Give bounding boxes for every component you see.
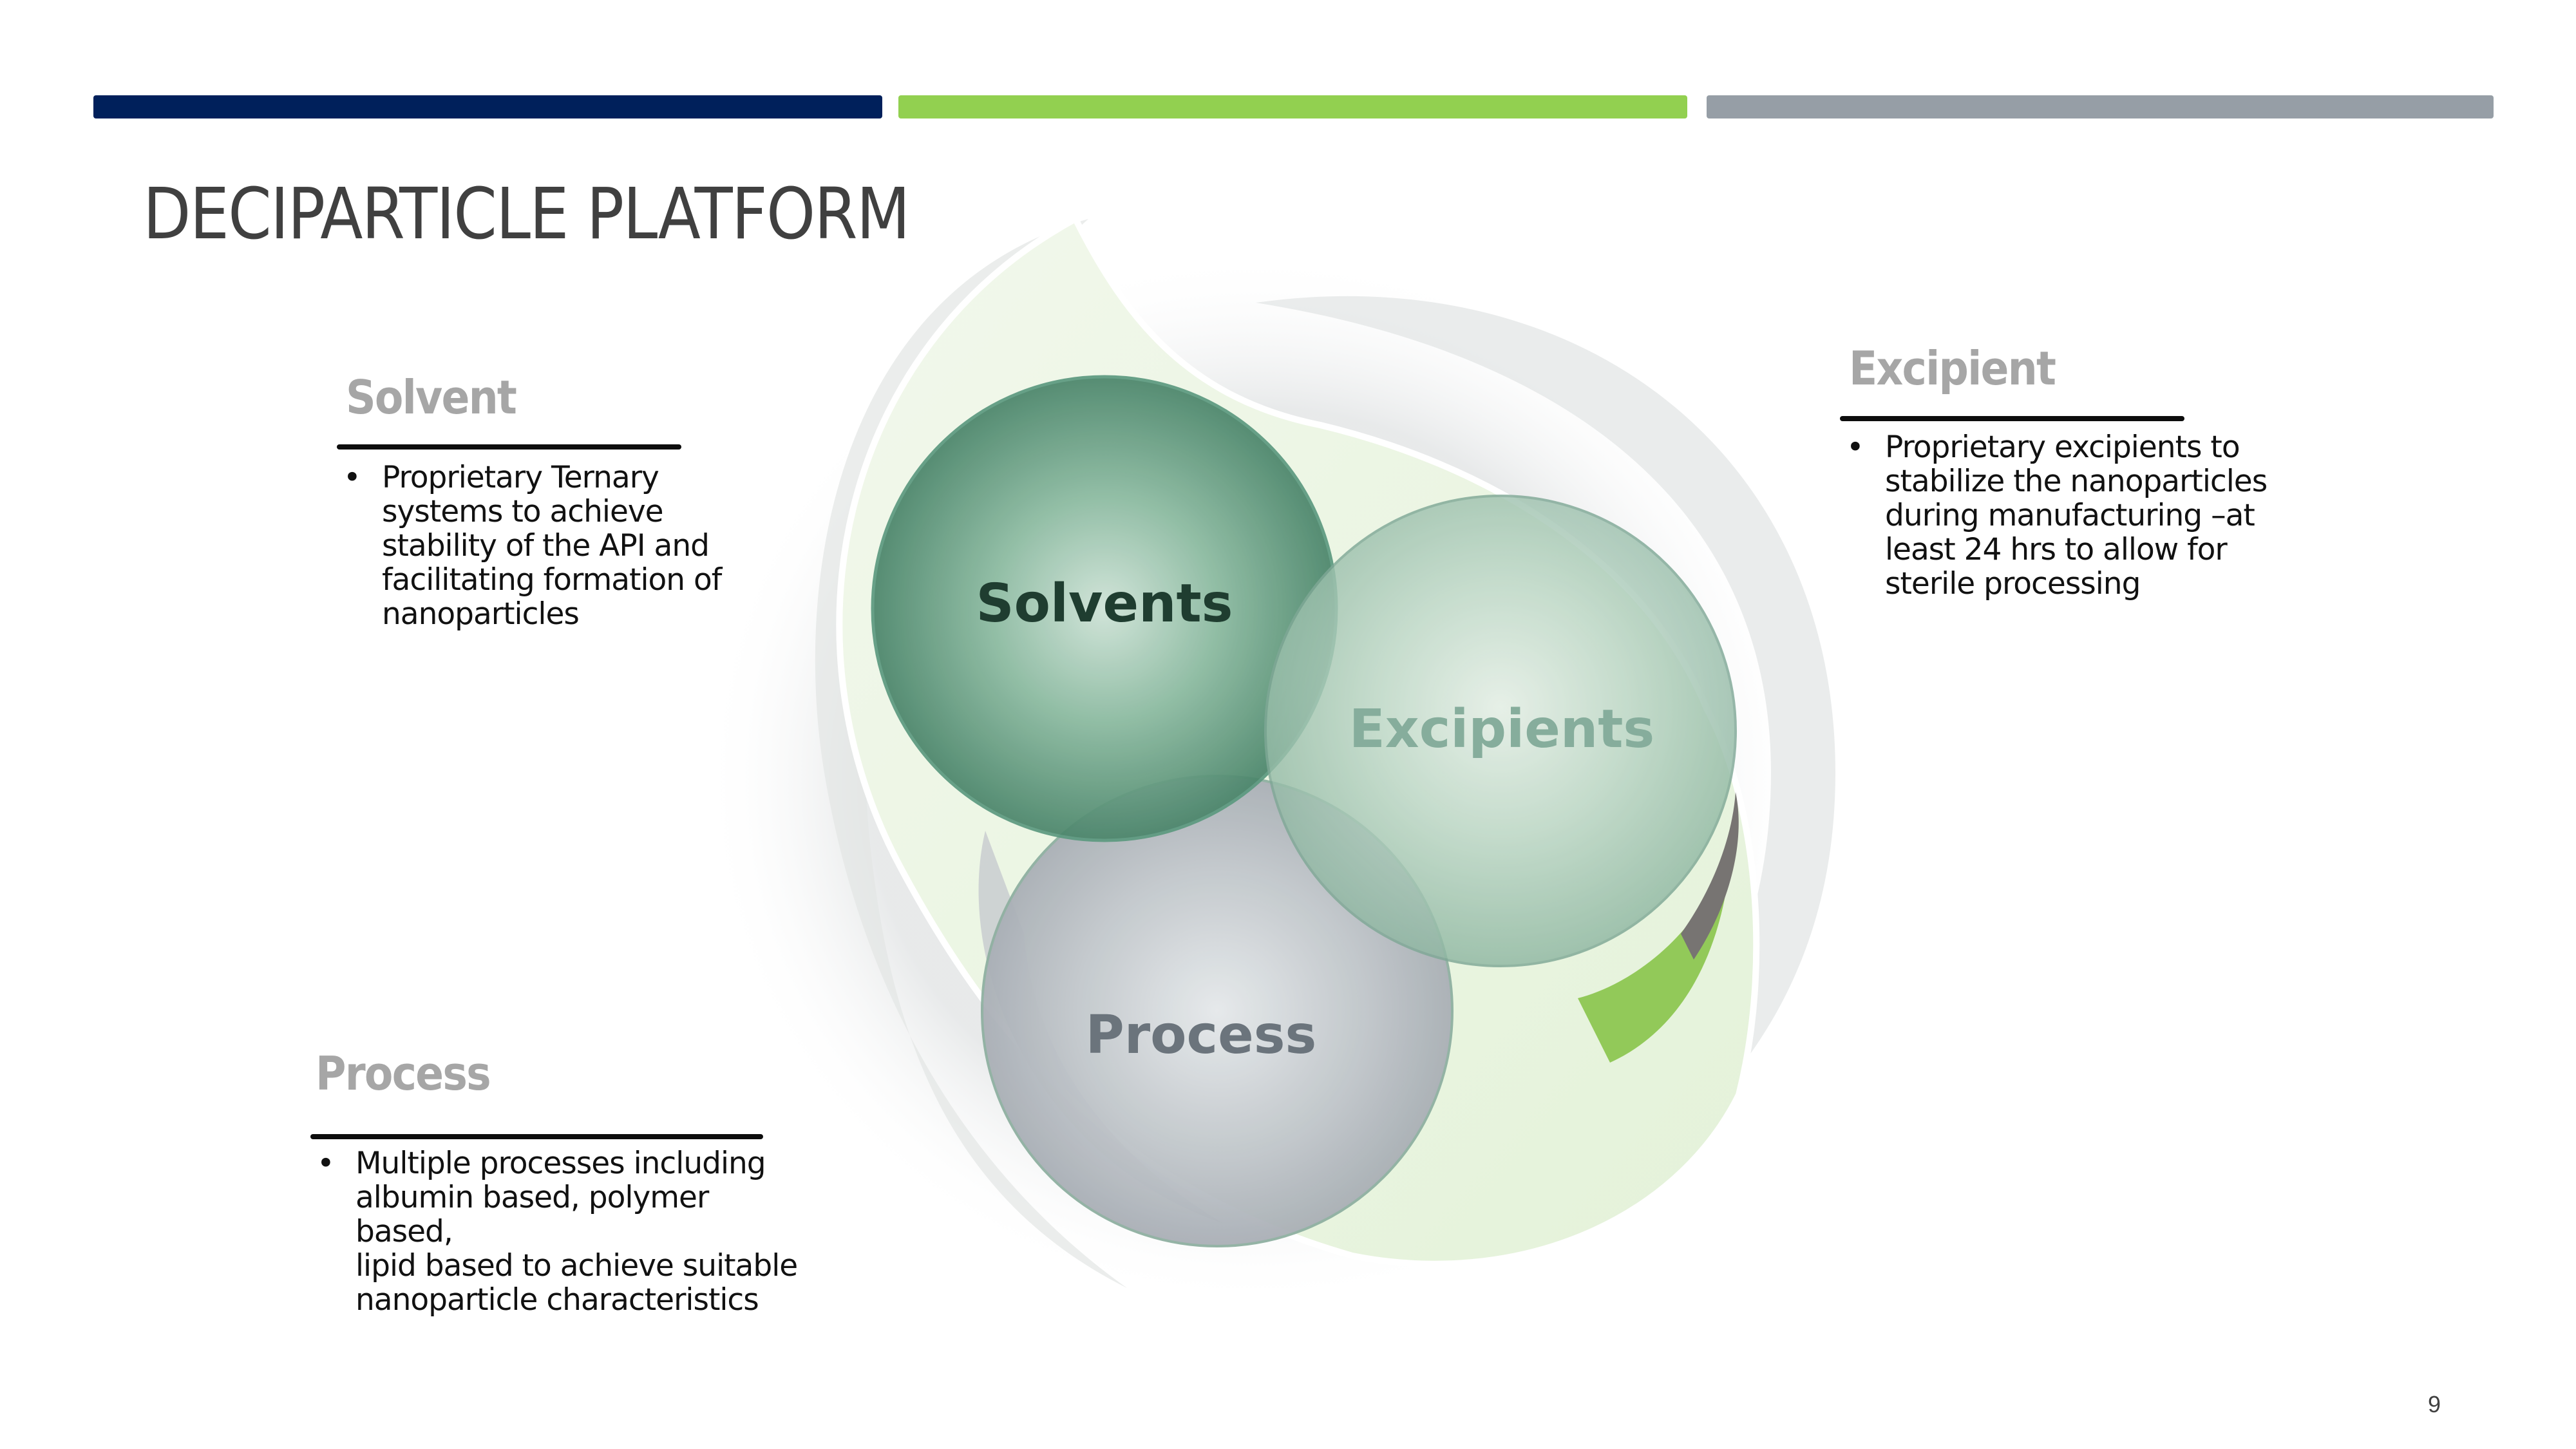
bullet-line: Multiple processes including [355,1146,766,1181]
bullet-icon: • [317,1146,335,1181]
bullet-line: Proprietary excipients to [1885,430,2240,465]
excipient-bullet: • Proprietary excipients to stabilize th… [1840,430,2291,601]
label-excipients: Excipients [1349,699,1654,760]
process-bullet: • Multiple processes including albumin b… [310,1146,800,1317]
bullet-line: nanoparticles [382,596,580,632]
bullet-icon: • [1846,430,1864,465]
page-number: 9 [2428,1391,2441,1417]
gray-accent [1681,792,1739,960]
bullet-line: stability of the API and [382,528,710,564]
bullet-line: lipid based to achieve suitable [355,1248,798,1283]
slide-title: DECIPARTICLE PLATFORM [143,173,910,255]
bullet-line: systems to achieve [382,494,664,529]
label-process: Process [1086,1005,1317,1066]
bullet-line: stabilize the nanoparticles [1885,464,2268,499]
excipient-heading: Excipient [1849,341,2056,395]
bullet-line: sterile processing [1885,566,2141,601]
bullet-line: least 24 hrs to allow for [1885,532,2228,567]
header-bar-gray [1707,95,2494,118]
green-accent [1578,837,1732,1063]
solvent-heading: Solvent [346,370,517,424]
bullet-line: Proprietary Ternary [382,460,659,495]
excipient-divider [1840,416,2184,421]
bullet-line: during manufacturing –at [1885,498,2255,533]
header-bar-green [898,95,1687,118]
header-bar-navy [93,95,882,118]
label-solvents: Solvents [976,573,1233,634]
process-divider [310,1134,763,1139]
bullet-icon: • [343,460,361,495]
circle-excipients [1264,495,1737,967]
solvent-bullet-list: • Proprietary Ternary systems to achieve… [337,460,755,631]
venn-diagram: Solvents Excipients Process [702,214,1835,1307]
bullet-line: facilitating formation of [382,562,722,598]
process-heading: Process [316,1046,491,1101]
solvent-bullet: • Proprietary Ternary systems to achieve… [337,460,755,631]
bullet-line: albumin based, polymer based, [355,1180,709,1249]
solvent-divider [337,444,681,450]
process-bullet-list: • Multiple processes including albumin b… [310,1146,800,1317]
excipient-bullet-list: • Proprietary excipients to stabilize th… [1840,430,2291,601]
bullet-line: nanoparticle characteristics [355,1282,759,1318]
